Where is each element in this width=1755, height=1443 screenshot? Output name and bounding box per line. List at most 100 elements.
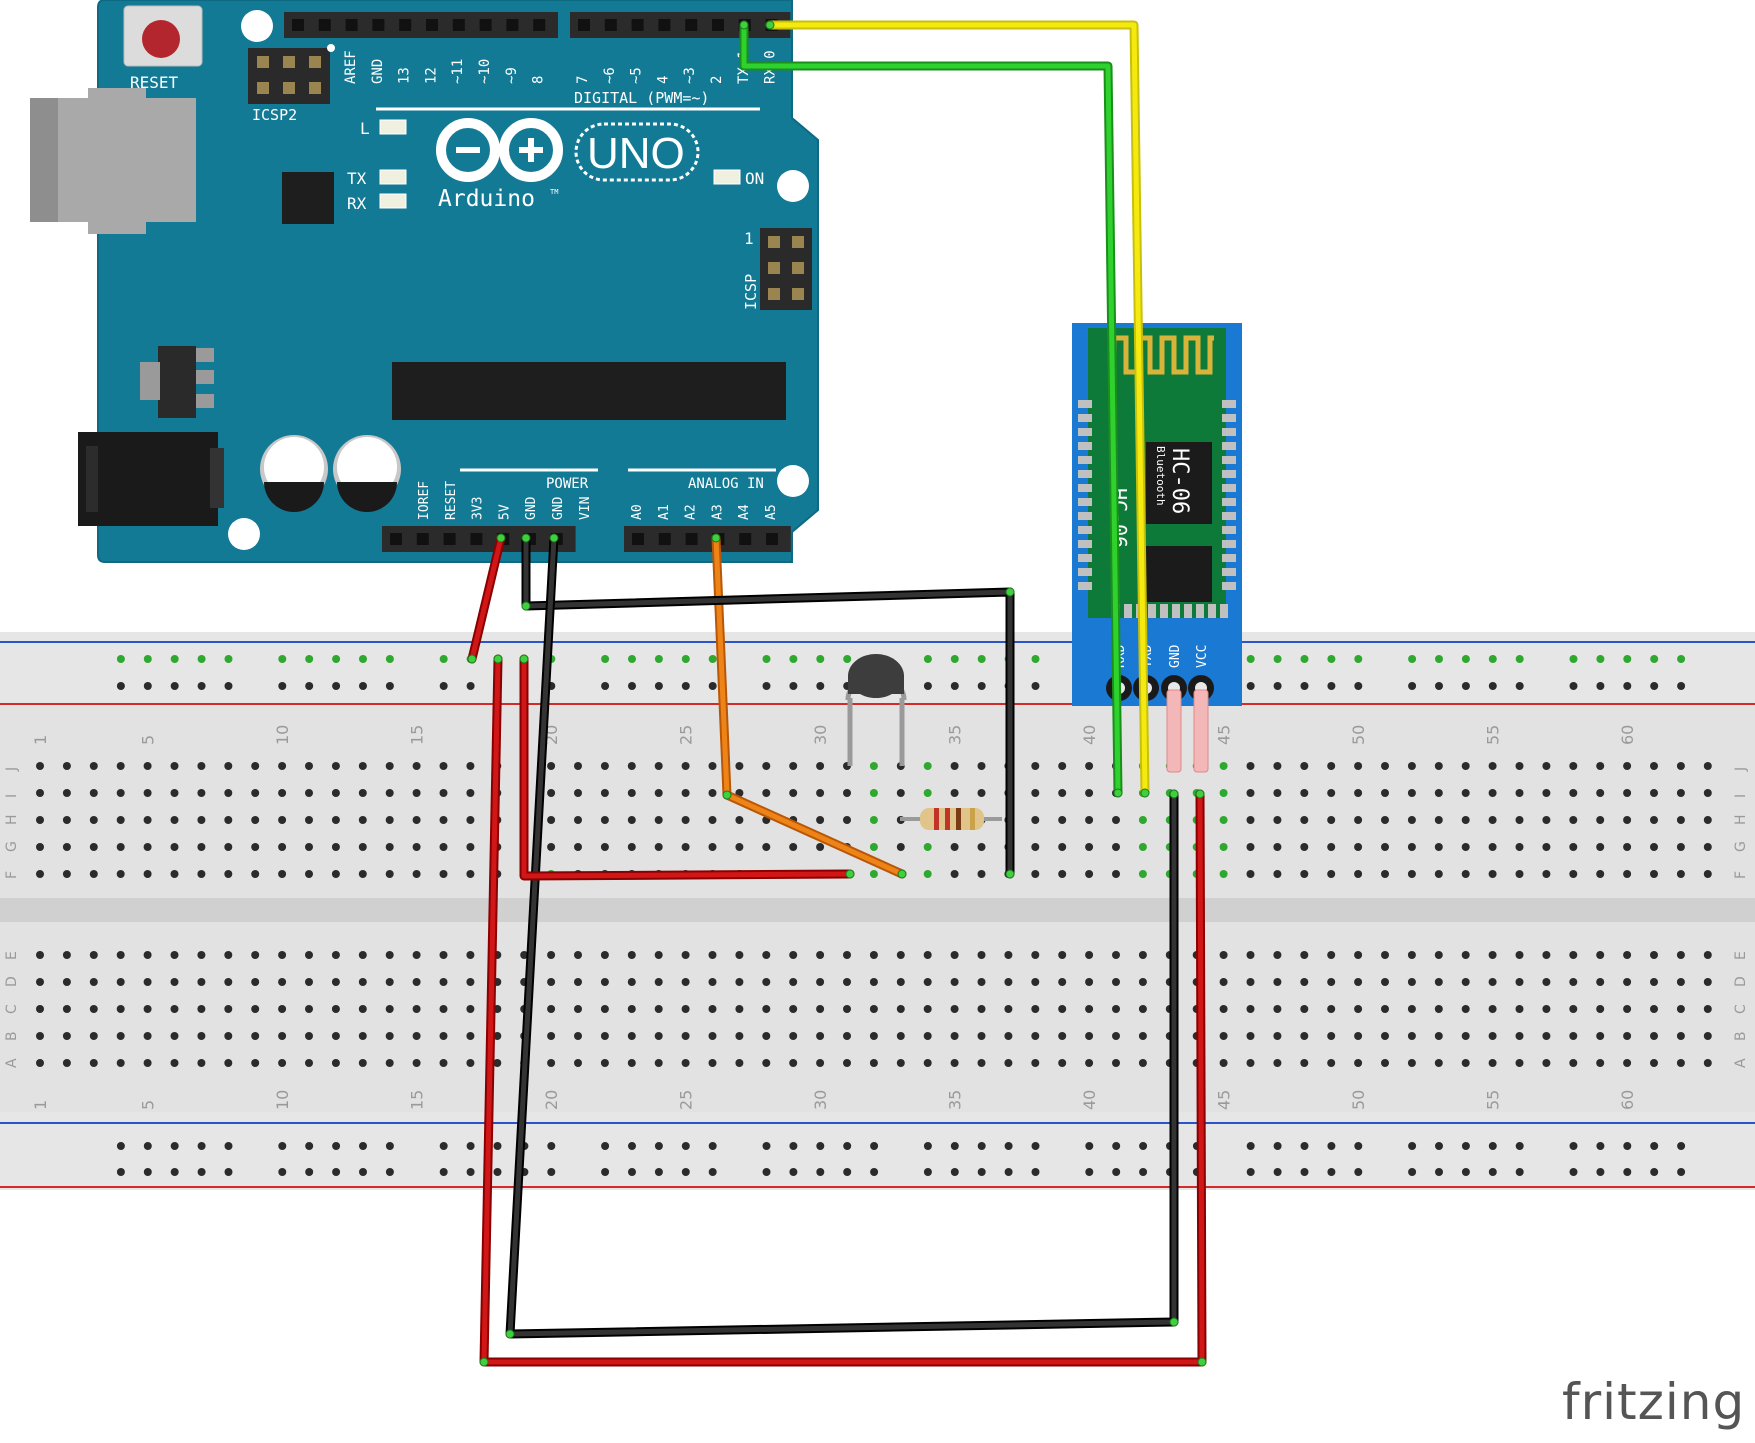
breadboard-hole xyxy=(1569,762,1578,770)
rail-hole xyxy=(197,1142,206,1150)
module-pad xyxy=(1078,414,1092,422)
breadboard-hole xyxy=(1515,1032,1524,1040)
breadboard-hole xyxy=(950,1032,959,1040)
breadboard-hole xyxy=(358,1005,367,1013)
breadboard-hole xyxy=(36,843,44,851)
breadboard-hole xyxy=(1488,951,1497,959)
breadboard-hole xyxy=(1300,843,1309,851)
row-letter: B xyxy=(1733,1031,1749,1041)
led-on-label: ON xyxy=(745,169,764,188)
rail-hole xyxy=(1569,655,1578,663)
breadboard-hole xyxy=(896,843,905,851)
rail-hole xyxy=(278,682,287,690)
pin-label: GND xyxy=(551,496,566,520)
breadboard-hole xyxy=(1327,1005,1336,1013)
rail-hole xyxy=(789,655,798,663)
rail-hole xyxy=(1354,1168,1363,1176)
led-l-label: L xyxy=(360,119,370,138)
breadboard-hole xyxy=(197,870,206,878)
rail-hole xyxy=(116,1142,125,1150)
breadboard-hole xyxy=(412,978,421,986)
breadboard-hole xyxy=(1085,762,1094,770)
breadboard-hole xyxy=(1273,1032,1282,1040)
breadboard-hole xyxy=(331,762,340,770)
header-pin xyxy=(578,19,590,31)
breadboard-hole xyxy=(1219,1059,1228,1067)
breadboard-hole xyxy=(1085,870,1094,878)
reset-button-cap[interactable] xyxy=(142,20,180,58)
wires xyxy=(467,20,1207,1367)
rail-hole xyxy=(762,682,771,690)
breadboard-hole xyxy=(1542,870,1551,878)
header-pin xyxy=(533,19,546,31)
breadboard-hole xyxy=(816,978,825,986)
breadboard-hole xyxy=(869,1059,878,1067)
led-l xyxy=(379,119,407,135)
breadboard-hole xyxy=(923,870,932,878)
module-pad xyxy=(1222,512,1236,520)
breadboard-hole xyxy=(1623,816,1632,824)
breadboard-hole xyxy=(1273,1005,1282,1013)
breadboard-hole xyxy=(1381,978,1389,986)
breadboard-hole xyxy=(574,843,582,851)
breadboard-hole xyxy=(251,1059,260,1067)
breadboard-hole xyxy=(1058,816,1067,824)
breadboard-hole xyxy=(1138,1032,1147,1040)
wire-endpoint xyxy=(479,1357,489,1367)
rail-hole xyxy=(332,682,341,690)
breadboard-hole xyxy=(358,816,367,824)
breadboard-hole xyxy=(896,978,905,986)
module-pin-lead xyxy=(1193,689,1209,773)
breadboard-hole xyxy=(1488,1005,1497,1013)
pin-label: GND xyxy=(370,59,386,84)
breadboard-hole xyxy=(627,762,636,770)
breadboard-hole xyxy=(574,762,582,770)
module-pad xyxy=(1222,540,1236,548)
breadboard-hole xyxy=(170,1005,179,1013)
module-pad xyxy=(1124,604,1132,618)
pin-label: A5 xyxy=(764,504,779,520)
breadboard-hole xyxy=(816,951,825,959)
breadboard-hole xyxy=(1273,816,1282,824)
pin-label: ~5 xyxy=(629,67,645,84)
breadboard-hole xyxy=(466,843,475,851)
header-pin xyxy=(766,533,778,545)
module-pad xyxy=(1222,554,1236,562)
rail-hole xyxy=(681,1168,690,1176)
breadboard-hole xyxy=(1569,951,1578,959)
breadboard-hole xyxy=(1219,1005,1228,1013)
breadboard-hole xyxy=(62,789,71,797)
breadboard-hole xyxy=(574,978,582,986)
breadboard-hole xyxy=(600,816,609,824)
column-number: 50 xyxy=(1349,1090,1368,1110)
rail-hole xyxy=(1650,682,1659,690)
breadboard-hole xyxy=(251,762,260,770)
breadboard-hole xyxy=(412,1005,421,1013)
breadboard-hole xyxy=(278,951,287,959)
breadboard-hole xyxy=(574,789,582,797)
analog-label: ANALOG IN xyxy=(688,476,764,492)
row-letter: J xyxy=(4,767,20,772)
breadboard-hole xyxy=(1407,870,1416,878)
breadboard-hole xyxy=(1354,1032,1363,1040)
breadboard-hole xyxy=(1461,1005,1470,1013)
breadboard-hole xyxy=(1138,1059,1147,1067)
rail-hole xyxy=(923,682,932,690)
power-jack-inner xyxy=(86,446,98,512)
breadboard-hole xyxy=(1246,1005,1255,1013)
rail-hole xyxy=(224,655,233,663)
rail-hole xyxy=(1273,655,1282,663)
breadboard-hole xyxy=(1407,843,1416,851)
breadboard-hole xyxy=(1676,816,1685,824)
rail-hole xyxy=(1139,1168,1148,1176)
breadboard-hole xyxy=(1569,789,1578,797)
breadboard-hole xyxy=(1596,789,1605,797)
breadboard-hole xyxy=(735,816,744,824)
breadboard-hole xyxy=(305,762,313,770)
breadboard-hole xyxy=(1138,816,1147,824)
breadboard-hole xyxy=(1381,951,1389,959)
breadboard-hole xyxy=(170,816,179,824)
breadboard-hole xyxy=(627,843,636,851)
wire-endpoints xyxy=(467,20,1207,1367)
pin-label: ~11 xyxy=(450,59,466,84)
